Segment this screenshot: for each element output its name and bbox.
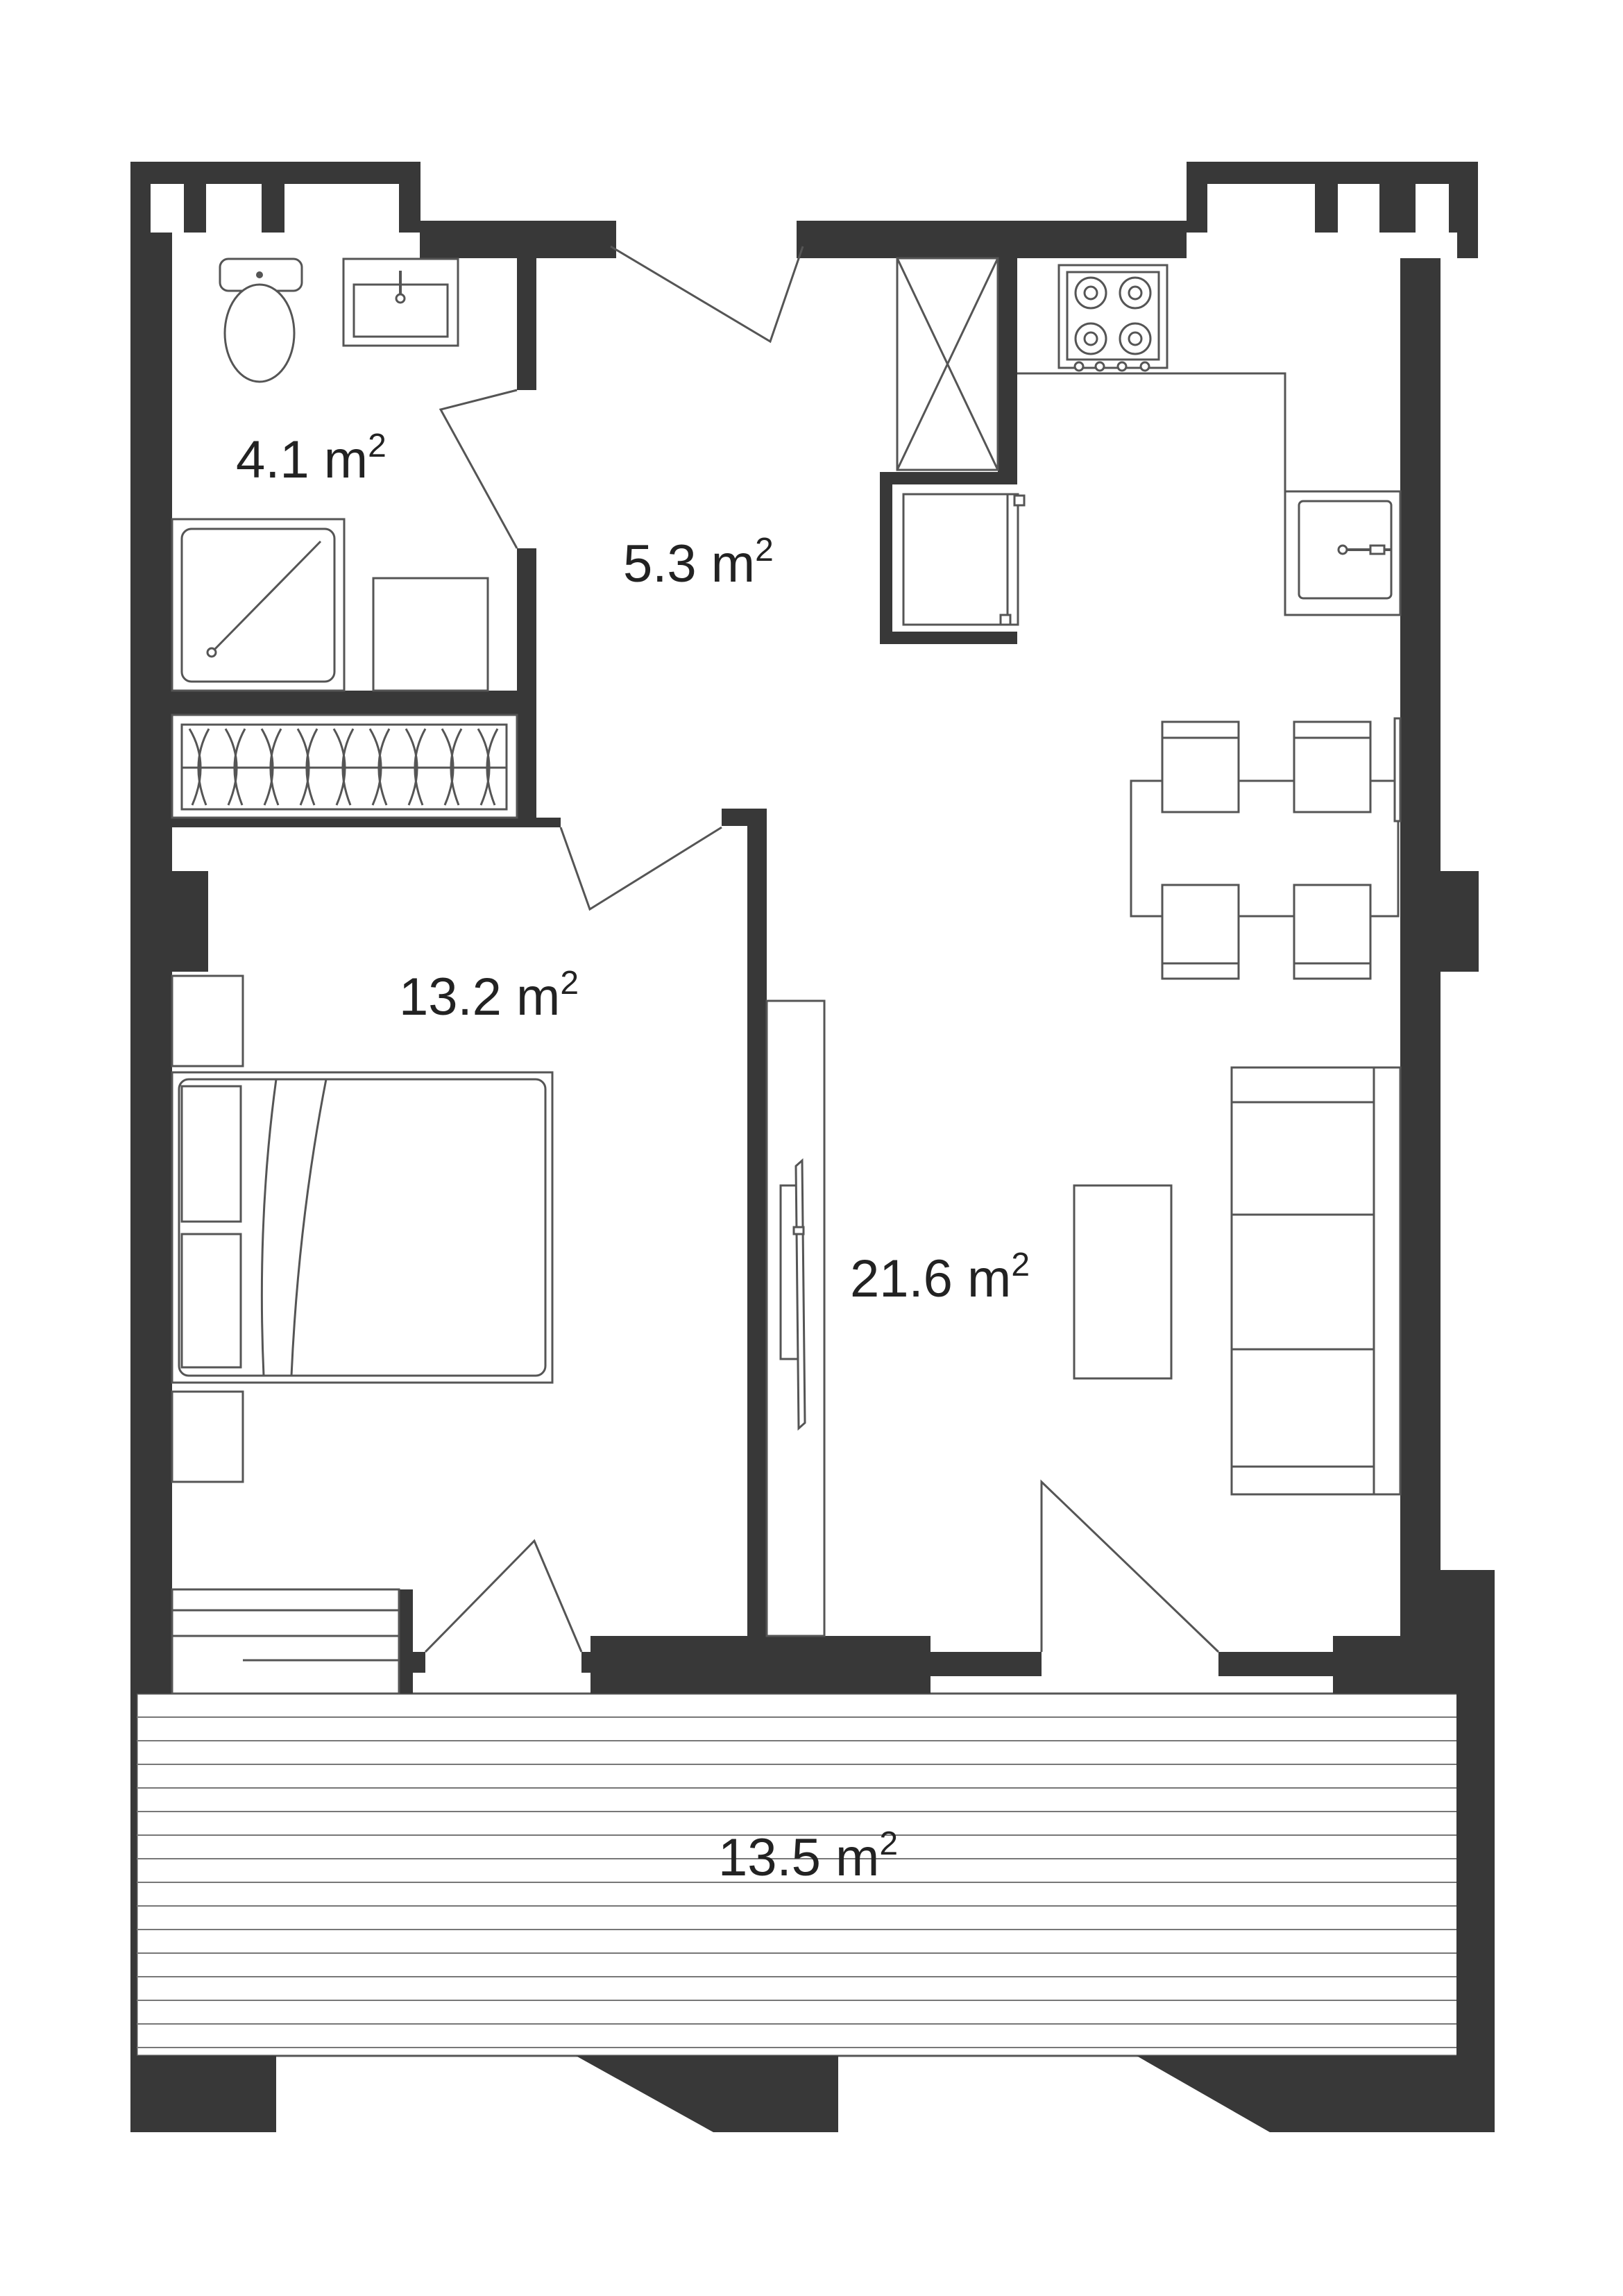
window-pane	[1338, 184, 1379, 233]
bathroom-door	[439, 389, 518, 549]
bathroom-sink	[342, 258, 459, 347]
shower-tray	[171, 518, 346, 692]
washing-machine	[372, 577, 489, 692]
hanger	[260, 728, 274, 806]
double-bed	[171, 1071, 554, 1384]
hanger	[477, 728, 491, 806]
living-area-label: 21.6 m2	[850, 1247, 1030, 1308]
burner-center	[1128, 331, 1143, 346]
bedroom-door	[559, 826, 722, 911]
hanger	[305, 728, 318, 806]
hanger	[377, 728, 391, 806]
window-pane	[206, 184, 262, 233]
hallway-area-label: 5.3 m2	[623, 532, 774, 593]
hanger	[296, 728, 310, 806]
window-pane	[1207, 184, 1315, 233]
bathroom	[171, 258, 518, 692]
chair	[1161, 720, 1240, 813]
hanger	[332, 728, 346, 806]
bedroom-area-label: 13.2 m2	[399, 965, 579, 1027]
hallway	[559, 245, 804, 911]
nightstand	[171, 974, 244, 1067]
terrace-area-label: 13.5 m2	[718, 1825, 898, 1887]
window-pane	[1416, 184, 1449, 233]
hanger	[233, 728, 246, 806]
kitchen-sink	[1284, 490, 1402, 616]
dining-set	[1130, 717, 1402, 980]
sofa	[1230, 1066, 1402, 1496]
entrance-door	[610, 245, 804, 344]
hanger	[341, 728, 355, 806]
terrace-door-bedroom	[424, 1539, 583, 1653]
burner-center	[1128, 285, 1143, 301]
tv-cabinet	[765, 999, 826, 1637]
terrace-deck	[135, 1692, 1460, 2057]
wardrobe	[171, 714, 518, 819]
bathroom-area-label: 4.1 m2	[236, 428, 386, 489]
window-pane	[151, 184, 184, 233]
walls	[130, 162, 1495, 2132]
terrace-door-living	[1040, 1479, 1220, 1653]
coffee-table	[1073, 1184, 1173, 1380]
hanger	[450, 728, 463, 806]
chair	[1293, 884, 1372, 980]
bedroom	[171, 974, 583, 1695]
window-pane	[284, 184, 399, 233]
chair	[1161, 884, 1240, 980]
stove	[1057, 264, 1169, 372]
nightstand	[171, 1390, 244, 1483]
hanger	[405, 728, 418, 806]
hanger	[224, 728, 238, 806]
hanger	[486, 728, 499, 806]
hanger	[368, 728, 382, 806]
toilet	[219, 258, 303, 383]
pantry-cabinet	[896, 257, 999, 471]
kitchen-counter	[1017, 372, 1400, 493]
burner-center	[1083, 285, 1098, 301]
hanger	[414, 728, 427, 806]
burner-center	[1083, 331, 1098, 346]
chair	[1293, 720, 1372, 813]
hanger	[188, 728, 202, 806]
living-room	[765, 999, 1402, 1653]
fridge	[902, 493, 1026, 626]
steps	[171, 1588, 400, 1695]
hanger	[441, 728, 454, 806]
hanger	[197, 728, 210, 806]
hanger	[269, 728, 282, 806]
kitchen	[896, 257, 1402, 626]
